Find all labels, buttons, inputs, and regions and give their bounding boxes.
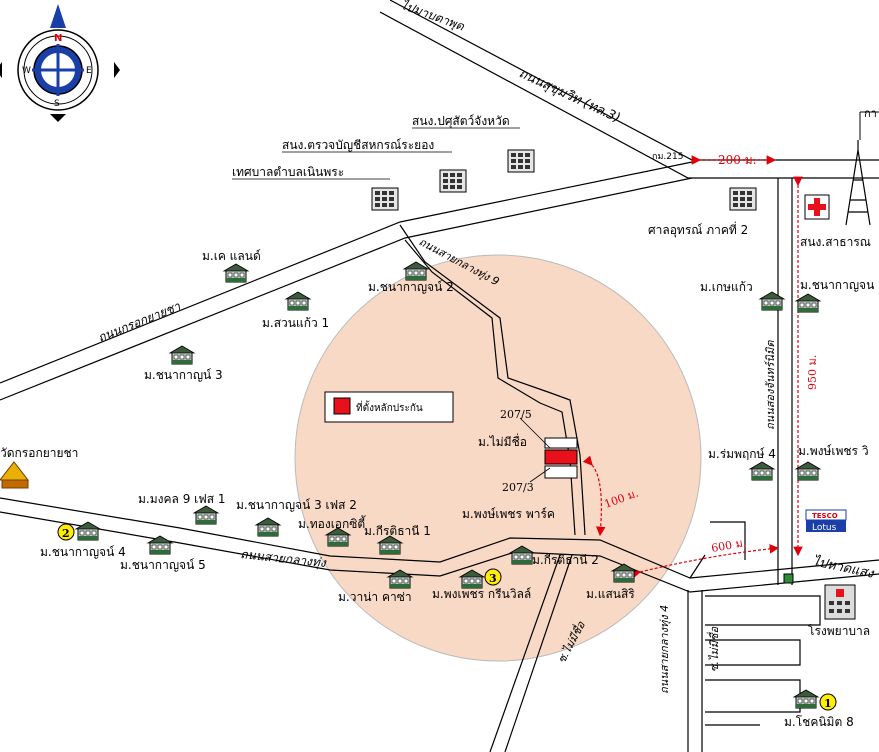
legend-box: ที่ตั้งหลักประกัน bbox=[324, 391, 454, 423]
road-label-to-mabtaphut: ไปมาบตาพุด bbox=[399, 0, 467, 35]
label-thong-ek: ม.ทองเอกซิตี้ bbox=[298, 515, 366, 531]
svg-text:3: 3 bbox=[489, 572, 497, 585]
label-chanakan4: ม.ชนากาญจน์ 4 bbox=[40, 545, 126, 559]
office-building-icon bbox=[371, 187, 399, 211]
compass-s: S bbox=[54, 99, 60, 109]
label-pongphet-park: ม.พงษ์เพชร พาร์ค bbox=[462, 507, 555, 521]
label-kritthani2: ม.กีรติธานี 2 bbox=[532, 553, 599, 567]
distance-200m: 200 ม. bbox=[718, 153, 756, 167]
label-health-office: สนง.สาธารณ bbox=[800, 235, 871, 249]
office-building-icon bbox=[729, 187, 757, 211]
compass-e: E bbox=[86, 66, 92, 76]
label-pongphet-right: ม.พงษ์เพชร วิ bbox=[798, 444, 869, 458]
distance-950m: 950 ม. bbox=[806, 355, 819, 390]
label-chanakan3: ม.ชนากาญน์ 3 bbox=[144, 368, 223, 382]
road-label-sukhumvit: ถนนสุขุมวิท (ทล.3) bbox=[516, 66, 622, 126]
svg-text:2: 2 bbox=[62, 527, 70, 540]
label-wanna-casa: ม.วาน่า คาซ่า bbox=[338, 590, 412, 604]
distance-600m: 600 ม. bbox=[710, 536, 747, 555]
house-icon bbox=[795, 293, 821, 313]
office-building-icon bbox=[507, 149, 535, 173]
label-kasemkaew: ม.เกษแก้ว bbox=[700, 280, 753, 294]
tesco-lotus-logo: TESCO Lotus bbox=[805, 509, 847, 533]
label-top-right: กา bbox=[864, 107, 877, 120]
collateral-plot bbox=[519, 417, 578, 483]
house-icon bbox=[255, 517, 281, 537]
compass-w: W bbox=[22, 66, 31, 76]
hospital-icon bbox=[824, 584, 856, 620]
label-plot-207-3: 207/3 bbox=[502, 481, 534, 494]
office-building-icon bbox=[439, 169, 467, 193]
label-mongkol9: ม.มงคล 9 เฟส 1 bbox=[138, 492, 226, 506]
svg-text:Lotus: Lotus bbox=[812, 523, 837, 533]
house-icon bbox=[795, 461, 821, 481]
distance-markers bbox=[582, 155, 803, 579]
marker-2: 2 bbox=[57, 523, 75, 541]
legend-label: ที่ตั้งหลักประกัน bbox=[356, 400, 423, 414]
tower-icon bbox=[845, 140, 871, 226]
road-label-sai-klang-thung-4: ถนนสายกลางทุ่ง 4 bbox=[658, 605, 671, 694]
house-icon bbox=[169, 345, 195, 365]
label-audit-office: สนง.ตรวจบัญชีสหกรณ์ระยอง bbox=[282, 138, 434, 152]
label-chanakan-right: ม.ชนากาญจน bbox=[800, 278, 874, 292]
label-chokniramit: ม.โชคนิมิต 8 bbox=[784, 715, 854, 729]
road-label-songchan: ถนนสองจันทร์นิมิต bbox=[764, 340, 777, 430]
marker-3: 3 bbox=[484, 568, 502, 586]
label-temple: วัดกรอกยายชา bbox=[0, 446, 78, 460]
svg-text:TESCO: TESCO bbox=[812, 512, 838, 520]
compass-n: N bbox=[54, 33, 62, 44]
label-livestock-office: สนง.ปศุสัตว์จังหวัด bbox=[412, 114, 510, 129]
label-suankaew1: ม.สวนแก้ว 1 bbox=[262, 316, 329, 330]
house-icon bbox=[759, 291, 785, 311]
compass-rose: N S E W bbox=[0, 4, 120, 122]
label-saensiri: ม.แสนสิริ bbox=[586, 587, 635, 601]
marker-1: 1 bbox=[819, 693, 837, 711]
house-icon bbox=[223, 263, 249, 283]
label-pongphet-green: ม.พงเพชร กรีนวิลล์ bbox=[432, 587, 531, 601]
label-court: ศาลอุทรณ์ ภาคที่ 2 bbox=[648, 221, 748, 238]
label-chanakan3-phase2: ม.ชนากาญจน์ 3 เฟส 2 bbox=[236, 498, 357, 512]
house-icon bbox=[793, 689, 819, 709]
road-label-sai-klang-thung: ถนนสายกลางทุ่ง bbox=[240, 547, 328, 571]
km-marker: กม.215 bbox=[652, 152, 683, 162]
label-mai-mi-chue: ม.ไม่มีชื่อ bbox=[478, 433, 527, 449]
label-chanakan5: ม.ชนากาญจน์ 5 bbox=[120, 558, 206, 572]
label-k-land: ม.เค แลนด์ bbox=[202, 249, 261, 263]
house-icon bbox=[285, 291, 311, 311]
red-cross-icon bbox=[804, 194, 830, 220]
house-icon bbox=[193, 505, 219, 525]
label-chanakan2: ม.ชนากาญจน์ 2 bbox=[368, 280, 454, 294]
label-hospital: โรงพยาบาล bbox=[808, 624, 870, 638]
temple-icon bbox=[0, 461, 30, 489]
road-label-soi-mai-mi-chue-2: ซ.ไม่มีชื่อ bbox=[706, 627, 721, 672]
label-thesaban: เทศบาลตำบลเนินพระ bbox=[232, 165, 344, 179]
label-rompruek4: ม.ร่มพฤกษ์ 4 bbox=[708, 447, 776, 461]
road-label-krok-yai-cha: ถนนกรอกยายชา bbox=[96, 299, 184, 345]
store-icon bbox=[783, 573, 794, 584]
house-icon bbox=[749, 461, 775, 481]
svg-text:1: 1 bbox=[824, 697, 832, 710]
label-kritthani1: ม.กีรติธานี 1 bbox=[364, 524, 431, 538]
house-icon bbox=[75, 521, 101, 541]
house-icon bbox=[403, 261, 429, 281]
label-plot-207-5: 207/5 bbox=[500, 408, 532, 421]
